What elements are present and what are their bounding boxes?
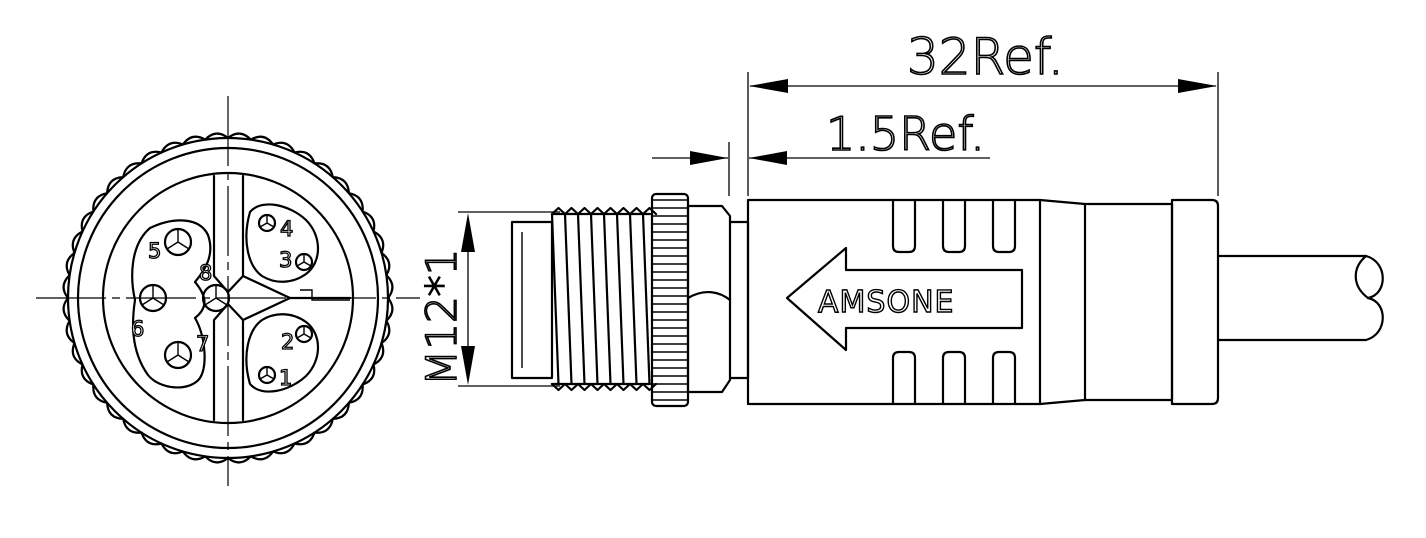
brand-logo-text: AMSONE: [818, 285, 954, 320]
front-view: 5 8 6 7 4 3 2 1: [36, 96, 420, 486]
pin-contact-2: [294, 324, 314, 344]
knurled-nut: [650, 192, 750, 408]
thread-dimension: M12*1: [416, 211, 560, 387]
pin-label-5: 5: [148, 239, 161, 263]
pin-label-4: 4: [280, 217, 293, 241]
pin-contact-1: [257, 365, 277, 385]
lower-right-insulator: [245, 313, 319, 393]
pin-contact-5: [163, 227, 193, 257]
pin-label-2: 2: [281, 330, 294, 354]
offset-length-label: 1.5Ref.: [826, 107, 985, 161]
upper-right-insulator: [245, 203, 319, 283]
pin-label-7: 7: [196, 332, 209, 356]
cable: [1216, 254, 1384, 342]
thread-label: M12*1: [417, 249, 466, 386]
pin-label-6: 6: [131, 317, 144, 341]
overall-length-dimension: 32Ref.: [747, 27, 1219, 196]
pin-contact-7: [163, 340, 193, 370]
left-insulator: [131, 219, 212, 389]
overall-length-label: 32Ref.: [907, 28, 1064, 86]
pin-contact-6: [138, 283, 168, 313]
pin-label-3: 3: [279, 248, 292, 272]
side-view: M12*1: [416, 27, 1384, 408]
outer-ring: [66, 136, 390, 460]
contact-face: [101, 171, 355, 425]
pin-contact-3: [294, 252, 314, 272]
pin-label-8: 8: [199, 261, 212, 285]
pin-label-1: 1: [279, 366, 292, 390]
pin-contact-4: [257, 213, 277, 233]
threaded-shank: [510, 206, 658, 392]
offset-dimension: 1.5Ref.: [652, 106, 990, 196]
overmold-body: AMSONE: [746, 198, 1220, 406]
direction-arrow: [785, 246, 1024, 352]
pin-contact-8: [201, 283, 231, 313]
